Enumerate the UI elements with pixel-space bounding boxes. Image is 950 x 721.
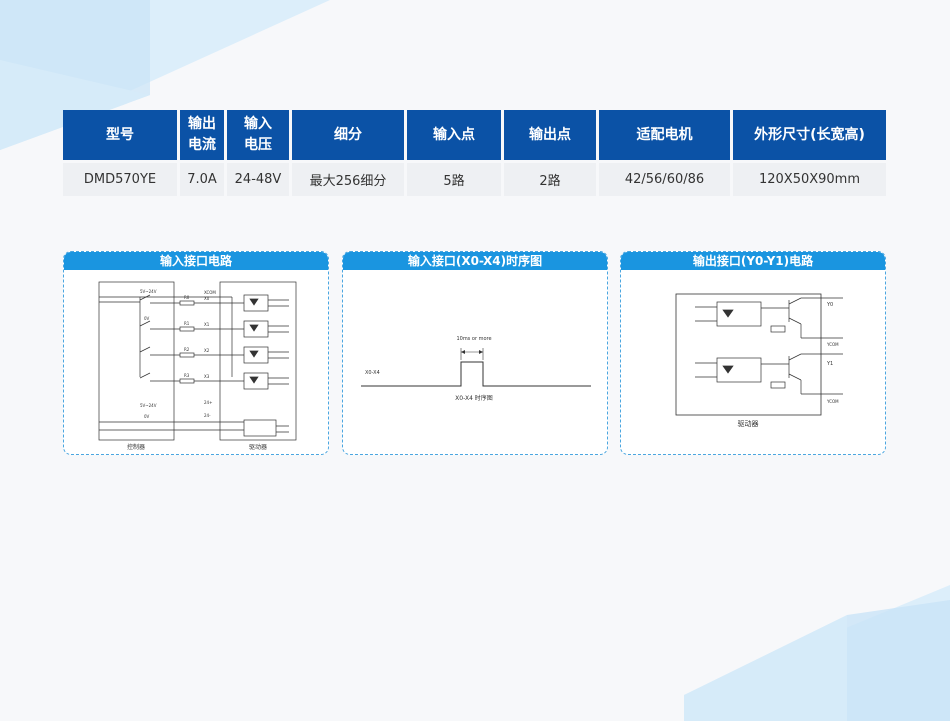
header-text: 输出 (188, 116, 216, 132)
label-driver: 驱动器 (738, 419, 759, 428)
optocoupler (243, 294, 269, 312)
switch-contact (139, 372, 151, 379)
output-label-ycom-1: YCOM (826, 342, 839, 347)
label-driver: 驱动器 (249, 444, 267, 451)
diode-symbol (249, 350, 259, 358)
header-text: 输出点 (529, 126, 571, 143)
header-text: 适配电机 (636, 126, 693, 143)
diode-symbol (249, 376, 259, 384)
label-24p: 24+ (204, 400, 212, 405)
panel-title: 输出接口(Y0-Y1)电路 (621, 252, 885, 270)
resistor-label: R0 (184, 295, 190, 300)
switch-contact (139, 346, 151, 353)
spec-table-header: 型号 输出电流 输入电压 细分 输入点 输出点 适配电机 外形尺寸(长宽高) (63, 110, 886, 160)
channel-label: X2 (204, 348, 210, 353)
optocoupler (243, 320, 269, 338)
resistor-label: R1 (184, 321, 190, 326)
switch-contact (139, 294, 151, 301)
switch-contact (139, 320, 151, 327)
resistor (770, 381, 786, 389)
label-power: 5V~24V (140, 289, 157, 294)
resistor (179, 352, 195, 358)
timing-caption: X0-X4 时序图 (455, 394, 493, 402)
output-circuit-diagram: Y0 YCOM Y1 YCOM 驱动器 (675, 293, 843, 428)
label-xcom: XCOM (204, 290, 216, 295)
header-cell-motor: 适配电机 (599, 110, 730, 160)
cell-current: 7.0A (180, 163, 224, 196)
optocoupler (716, 301, 762, 327)
resistor-label: R3 (184, 373, 190, 378)
optocoupler (716, 357, 762, 383)
output-circuit-panel: 输出接口(Y0-Y1)电路 Y0 YCOM Y1 YCOM 驱动器 (620, 251, 886, 455)
cell-motor: 42/56/60/86 (599, 163, 730, 196)
channel-label: X0 (204, 296, 210, 301)
cell-voltage: 24-48V (227, 163, 289, 196)
header-cell-outputs: 输出点 (504, 110, 596, 160)
panel-title: 输入接口电路 (64, 252, 328, 270)
label-0v: 0V (144, 316, 150, 321)
header-cell-dimensions: 外形尺寸(长宽高) (733, 110, 886, 160)
header-cell-inputs: 输入点 (407, 110, 501, 160)
cell-inputs: 5路 (407, 163, 501, 196)
transistor-emitter (788, 317, 802, 325)
header-cell-current: 输出电流 (180, 110, 224, 160)
transistor-emitter (788, 373, 802, 381)
cell-microstep: 最大256细分 (292, 163, 404, 196)
cell-dimensions: 120X50X90mm (733, 163, 886, 196)
resistor (179, 326, 195, 332)
header-text: 输入点 (433, 126, 475, 143)
optocoupler (243, 346, 269, 364)
diode-symbol (249, 298, 259, 306)
timing-panel: 输入接口(X0-X4)时序图 10ms or more X0-X4 X0-X4 … (342, 251, 608, 455)
spec-table: 型号 输出电流 输入电压 细分 输入点 输出点 适配电机 外形尺寸(长宽高) D… (63, 110, 886, 196)
header-text: 细分 (334, 126, 362, 143)
resistor (179, 300, 195, 306)
channel-label: X3 (204, 374, 210, 379)
header-cell-voltage: 输入电压 (227, 110, 289, 160)
signal-label: X0-X4 (365, 370, 380, 376)
optocoupler (243, 372, 269, 390)
corner-decoration-bottom-right (684, 585, 950, 721)
transistor-collector (788, 297, 802, 305)
header-cell-model: 型号 (63, 110, 177, 160)
cell-outputs: 2路 (504, 163, 596, 196)
output-label-y0: Y0 (826, 302, 833, 308)
resistor (179, 378, 195, 384)
diode-symbol (249, 324, 259, 332)
label-controller: 控制器 (127, 443, 145, 451)
channel-label: X1 (204, 322, 210, 327)
header-text: 电流 (188, 137, 216, 153)
header-text: 外形尺寸(长宽高) (754, 126, 865, 143)
header-cell-microstep: 细分 (292, 110, 404, 160)
cell-model: DMD570YE (63, 163, 177, 196)
diode-symbol (722, 309, 734, 318)
label-power-2: 5V~24V (140, 403, 157, 408)
header-text: 型号 (106, 126, 134, 143)
output-label-ycom-2: YCOM (826, 399, 839, 404)
output-label-y1: Y1 (826, 361, 833, 367)
spec-table-row: DMD570YE 7.0A 24-48V 最大256细分 5路 2路 42/56… (63, 163, 886, 196)
pulse-width-label: 10ms or more (456, 336, 491, 342)
label-24n: 24- (204, 413, 211, 418)
diode-symbol (722, 365, 734, 374)
timing-diagram: 10ms or more X0-X4 X0-X4 时序图 (361, 336, 591, 402)
resistor (770, 325, 786, 333)
transistor-collector (788, 353, 802, 361)
header-text: 输入 (244, 116, 272, 132)
label-0v-2: 0V (144, 414, 150, 419)
resistor-label: R2 (184, 347, 190, 352)
header-text: 电压 (244, 137, 272, 153)
panel-title: 输入接口(X0-X4)时序图 (343, 252, 607, 270)
